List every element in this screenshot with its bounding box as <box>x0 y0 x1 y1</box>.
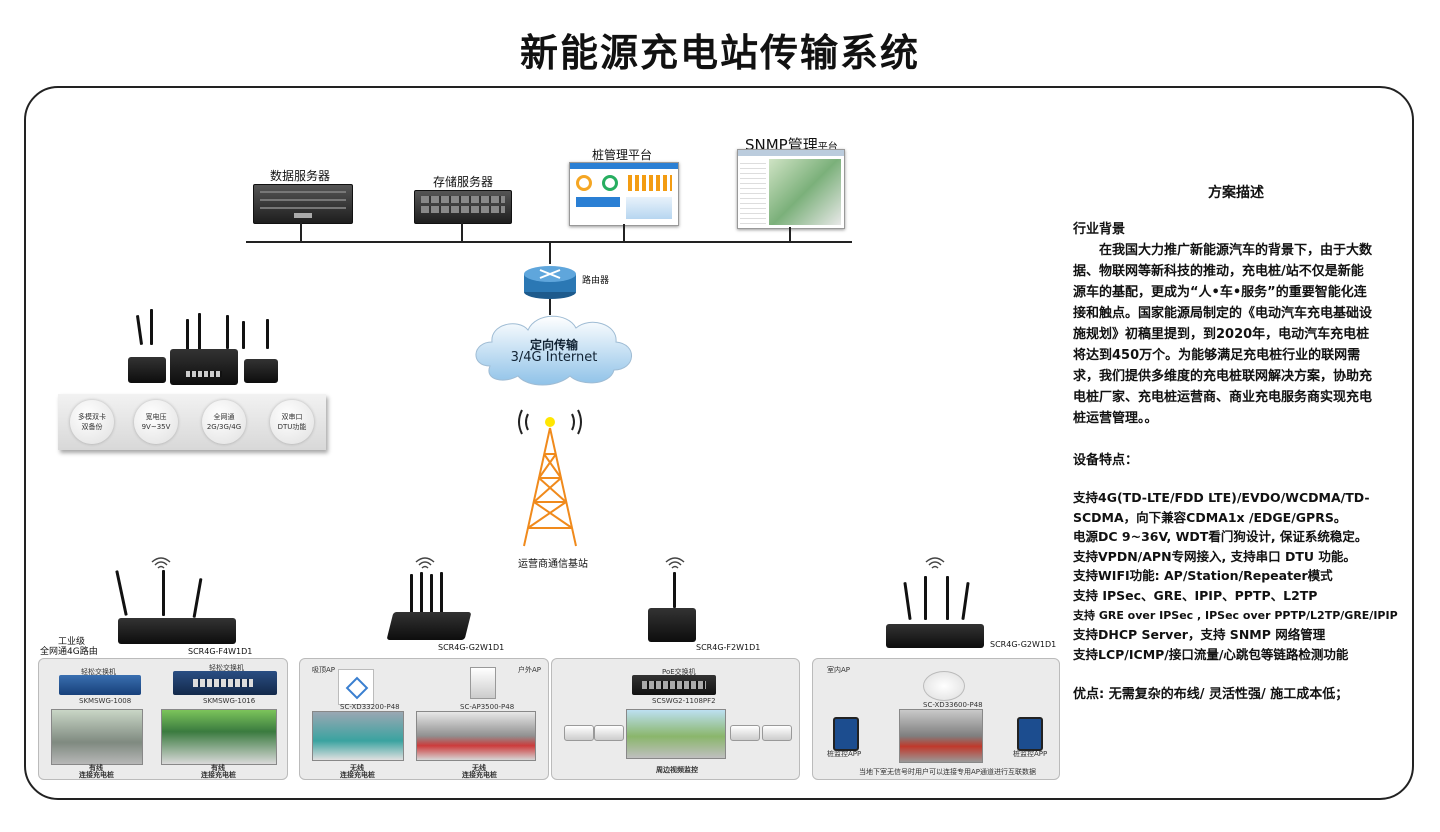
cell-tower-icon <box>518 409 582 547</box>
charging-station-photo <box>51 709 143 765</box>
camera-icon <box>730 725 760 741</box>
outdoor-ap-icon <box>470 667 496 699</box>
camera-icon <box>594 725 624 741</box>
router-icon <box>524 266 576 299</box>
device-model-3: SCR4G-F2W1D1 <box>696 643 761 652</box>
wifi-signal-icon <box>415 557 435 569</box>
industry-text: 在我国大力推广新能源汽车的背景下，由于大数 据、物联网等新科技的推动，充电桩/站… <box>1073 243 1373 426</box>
data-server-icon <box>253 184 353 224</box>
industrial-label-2: 全网通4G路由 <box>40 647 98 657</box>
features-text: 支持4G(TD-LTE/FDD LTE)/EVDO/WCDMA/TD- SCDM… <box>1073 490 1398 662</box>
underground-garage-photo <box>899 709 983 763</box>
parking-lot-photo <box>626 709 726 759</box>
router-label: 路由器 <box>582 276 610 286</box>
storage-server-label: 存储服务器 <box>433 175 494 189</box>
tablet-app-icon <box>833 717 859 751</box>
snmp-screen-icon <box>737 149 845 229</box>
wifi-signal-icon <box>151 557 171 569</box>
pile-platform-screen-icon <box>569 162 679 226</box>
industrial-label-1: 工业级 <box>58 637 86 647</box>
camera-icon <box>564 725 594 741</box>
charging-station-photo <box>161 709 277 765</box>
switch-1016-icon <box>173 671 277 695</box>
industry-title: 行业背景 <box>1073 222 1126 237</box>
tower-label: 运营商通信基站 <box>518 559 588 570</box>
video-surveillance-panel: PoE交换机 SCSWG2-1108PF2 周边视频监控 <box>551 658 800 780</box>
storage-server-icon <box>414 190 512 224</box>
router-f4w1d1-icon <box>118 618 236 644</box>
router-g2w1d1-b-icon <box>886 624 984 648</box>
wired-pile-panel: 轻松交换机 SKMSWG-1008 轻松交换机 SKMSWG-1016 有线 连… <box>38 658 288 780</box>
device-model-4: SCR4G-G2W1D1 <box>990 640 1057 649</box>
tablet-app-icon <box>1017 717 1043 751</box>
cloud-title: 定向传输 <box>529 338 578 352</box>
cloud-subtitle: 3/4G Internet <box>510 350 598 365</box>
internet-cloud-icon <box>475 315 632 386</box>
charging-station-photo <box>416 711 536 761</box>
description-heading: 方案描述 <box>1208 185 1264 201</box>
data-server-label: 数据服务器 <box>270 169 331 183</box>
indoor-ap-panel: 室内AP SC-XD33600-P48 桩监控APP 桩监控APP 当地下室无信… <box>812 658 1060 780</box>
underground-parking-photo <box>312 711 404 761</box>
advantage-text: 优点: 无需复杂的布线/ 灵活性强/ 施工成本低； <box>1073 687 1349 702</box>
page-title: 新能源充电站传输系统 <box>519 31 920 75</box>
camera-icon <box>762 725 792 741</box>
device-model-2: SCR4G-G2W1D1 <box>438 643 505 652</box>
wifi-signal-icon <box>925 557 945 569</box>
router-f2w1d1-icon <box>648 608 696 642</box>
router-g2w1d1-icon <box>386 612 472 640</box>
switch-1008-icon <box>59 675 141 695</box>
wifi-signal-icon <box>665 557 685 569</box>
features-title: 设备特点： <box>1073 453 1139 468</box>
wireless-pile-panel: 吸顶AP 户外AP SC-XD33200-P48 SC-AP3500-P48 无… <box>299 658 549 780</box>
indoor-ap-icon <box>923 671 965 701</box>
poe-switch-icon <box>632 675 716 695</box>
ceiling-ap-icon <box>338 669 374 705</box>
device-model-1: SCR4G-F4W1D1 <box>188 647 253 656</box>
feature-badge-dual-sim: 多模双卡双备份 <box>70 400 114 444</box>
router-product-group <box>126 305 286 389</box>
diagram-frame <box>24 86 1414 800</box>
pile-platform-label: 桩管理平台 <box>592 148 653 162</box>
